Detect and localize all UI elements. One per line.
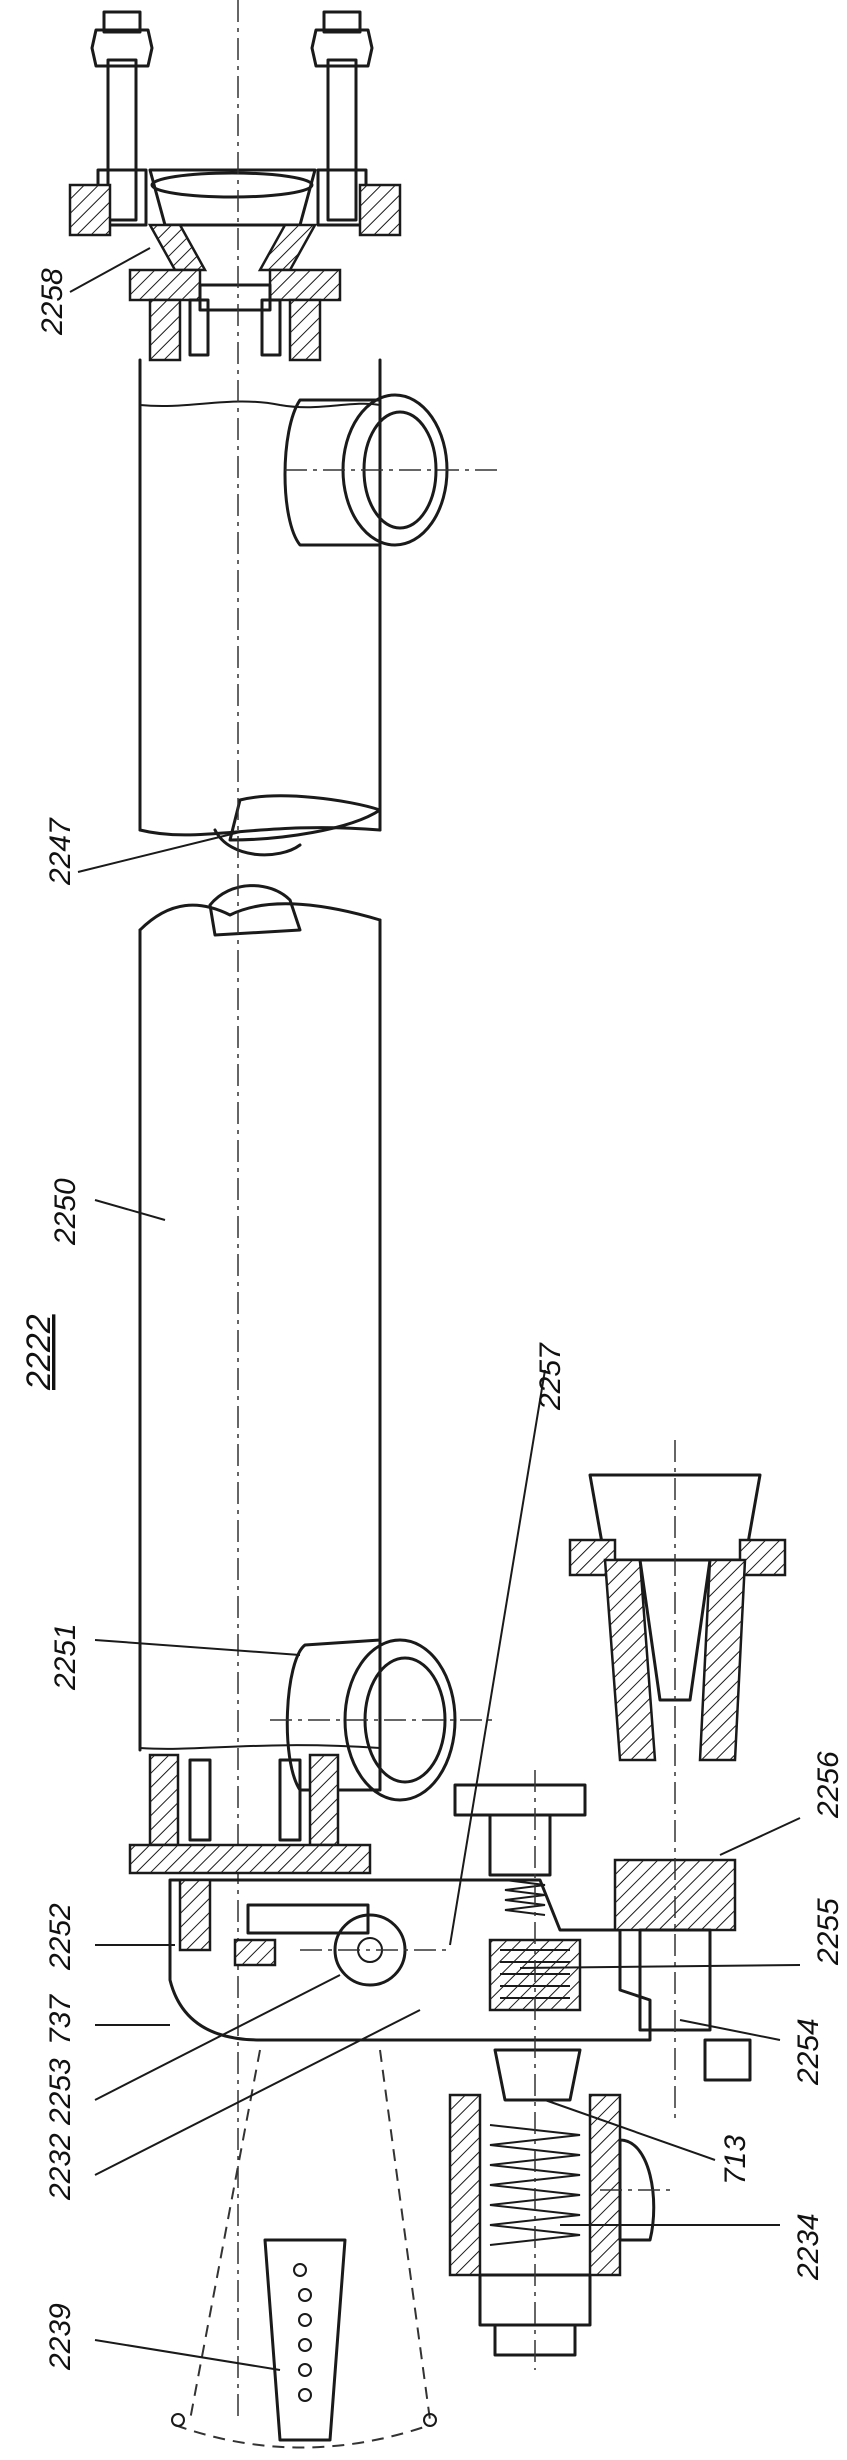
leader-2255	[519, 1964, 801, 1969]
label-737: 737	[44, 1994, 77, 2045]
top-flange-assembly	[68, 10, 402, 362]
leader-713	[544, 2099, 716, 2161]
housing-wall-left	[178, 1878, 212, 1952]
lever-swing-right	[379, 2049, 431, 2421]
valve-cap-body	[488, 1813, 552, 1877]
label-2252: 2252	[44, 1903, 77, 1971]
arc-end-right	[423, 2413, 437, 2427]
left-stud	[106, 58, 138, 222]
cover-bore	[198, 283, 272, 312]
label-2251: 2251	[49, 1623, 82, 1691]
housing-lug	[233, 1938, 277, 1967]
lever-hole-1	[293, 2263, 307, 2277]
lower-packing-right	[308, 1753, 340, 1847]
nozzle-end-cap	[703, 2038, 752, 2082]
label-2254: 2254	[792, 2018, 825, 2086]
gland-right	[260, 298, 282, 357]
upper-cylinder-bottom	[138, 826, 382, 837]
gland-left	[188, 298, 210, 357]
leader-2250	[94, 1199, 166, 1221]
lever-hole-4	[298, 2338, 312, 2352]
lower-break-line	[139, 1744, 381, 1750]
funnel-rim	[150, 171, 314, 199]
right-nozzle	[568, 1440, 787, 2120]
bottom-head	[128, 1753, 670, 2370]
leader-2253	[94, 1974, 341, 2101]
lever-swing-arc	[174, 2424, 431, 2449]
left-top-nut	[90, 28, 154, 68]
nozzle-wall-left	[603, 1558, 657, 1762]
upper-break-line	[139, 400, 381, 409]
funnel-wall-right	[257, 223, 318, 272]
label-2247: 2247	[44, 817, 77, 886]
lower-cylinder	[138, 884, 495, 1802]
upper-port-body	[283, 398, 382, 547]
lower-packing-left	[148, 1753, 180, 1847]
right-top-nut	[310, 28, 374, 68]
label-2250: 2250	[49, 1178, 82, 1246]
lever-hole-5	[298, 2363, 312, 2377]
upper-port-outer	[341, 393, 449, 547]
arc-end-left	[171, 2413, 185, 2427]
leader-2254	[679, 2019, 781, 2041]
valve-housing	[168, 1878, 652, 2042]
lever-hole-3	[298, 2313, 312, 2327]
reference-labels: 2258 2247 2250 2222 2257 2251 2256 2252 …	[20, 268, 845, 2371]
figure-title: 2222	[20, 1314, 58, 1391]
lever-hole-2	[298, 2288, 312, 2302]
leader-2251	[94, 1639, 301, 1656]
upper-valve-spring	[504, 1879, 546, 1916]
leader-2256	[719, 1817, 801, 1856]
lever-arm	[263, 2238, 347, 2442]
main-valve-spring	[489, 2124, 581, 2246]
label-2253: 2253	[44, 2058, 77, 2126]
label-2258: 2258	[36, 268, 69, 336]
lever-hole-6	[298, 2388, 312, 2402]
funnel-wall-left	[147, 223, 208, 272]
upper-cylinder	[138, 358, 500, 857]
label-2256: 2256	[812, 1751, 845, 1819]
leader-2257	[449, 1369, 546, 1946]
packing-right	[288, 298, 322, 362]
label-2239: 2239	[44, 2303, 77, 2371]
rod-break-lower	[208, 884, 302, 937]
cover-flange-right	[268, 268, 342, 302]
nozzle-wall-right	[698, 1558, 747, 1762]
lever-swing-left	[189, 2049, 261, 2421]
leader-2232	[94, 2009, 421, 2176]
label-2232: 2232	[44, 2133, 77, 2201]
label-713: 713	[719, 2135, 752, 2185]
left-nut-cap	[102, 10, 142, 34]
right-stud	[326, 58, 358, 222]
side-outlet	[618, 2138, 656, 2242]
valve-plug	[493, 2048, 582, 2102]
spring-chamber-left	[448, 2093, 482, 2277]
leader-2258	[69, 247, 151, 293]
leader-2247	[77, 831, 241, 873]
lower-cylinder-top	[138, 902, 382, 932]
packing-left	[148, 298, 182, 362]
head-flange	[128, 1843, 372, 1875]
left-flange-plate	[68, 183, 112, 237]
label-2257: 2257	[534, 1342, 567, 1411]
right-nut-cap	[322, 10, 362, 34]
cam-arm	[246, 1903, 370, 1935]
leader-lines	[69, 247, 801, 2371]
rod-break-upper	[228, 794, 382, 842]
lower-port-outer	[343, 1638, 457, 1802]
right-flange-plate	[358, 183, 402, 237]
lever-assembly	[171, 2049, 437, 2449]
cover-flange-left	[128, 268, 202, 302]
lower-gland-right	[278, 1758, 302, 1842]
nozzle-flange-right	[738, 1538, 787, 1577]
label-2234: 2234	[792, 2213, 825, 2281]
rod-end-upper	[213, 828, 302, 857]
leader-2239	[94, 2339, 281, 2371]
label-2255: 2255	[812, 1898, 845, 1966]
lower-gland-left	[188, 1758, 212, 1842]
